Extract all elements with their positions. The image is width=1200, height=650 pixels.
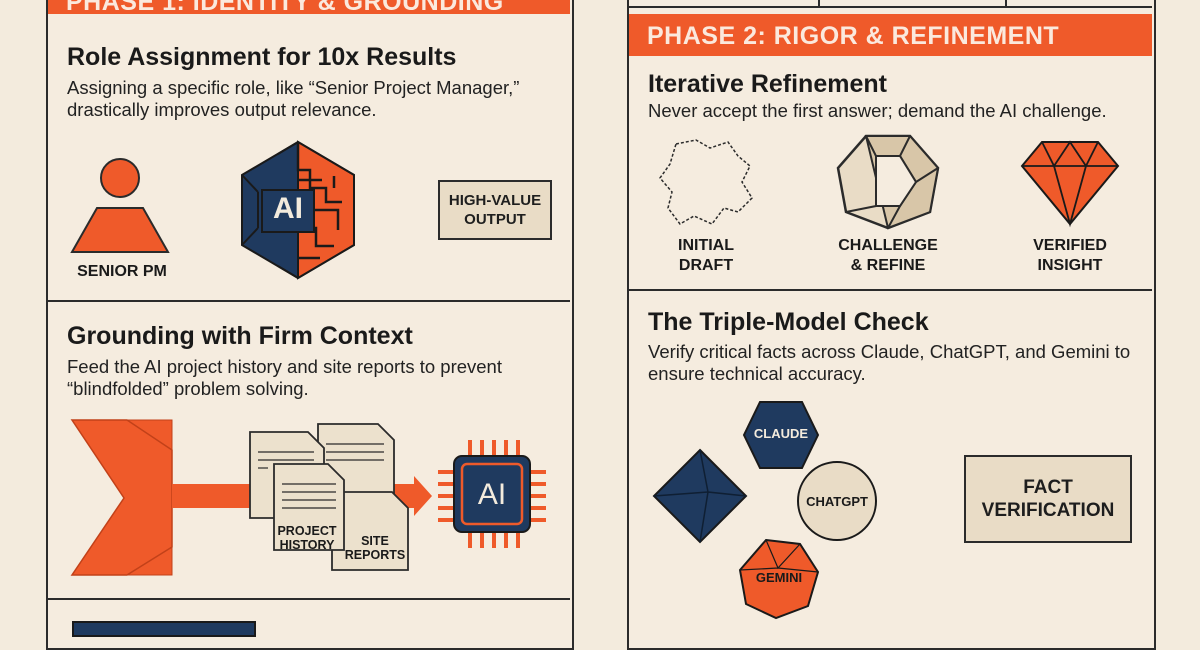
octahedron-icon: [652, 448, 748, 544]
step1-line2: DRAFT: [678, 257, 734, 274]
doc2-label-line2: REPORTS: [344, 548, 406, 562]
partial-icon-bottom: [72, 621, 256, 637]
arrow-funnel-icon: [70, 419, 432, 576]
verified-insight-label: VERIFIED INSIGHT: [1010, 236, 1130, 276]
doc1-label-line1: PROJECT: [277, 524, 337, 538]
phase2-card-divider: [629, 289, 1152, 291]
step2-line1: CHALLENGE: [838, 237, 938, 254]
challenge-refine-label: CHALLENGE & REFINE: [828, 236, 948, 276]
grounding-card-title: Grounding with Firm Context: [67, 322, 413, 350]
grounding-card-description-line1: Feed the AI project history and site rep…: [67, 356, 502, 377]
step3-line2: INSIGHT: [1037, 257, 1103, 274]
doc1-label-line2: HISTORY: [279, 538, 335, 552]
high-value-output-box: HIGH-VALUE OUTPUT: [438, 180, 552, 240]
fact-verification-box: FACT VERIFICATION: [964, 455, 1132, 543]
doc2-label-line1: SITE: [361, 534, 389, 548]
phase1-header: PHASE 1: IDENTITY & GROUNDING: [48, 0, 570, 16]
phase2-top-tick2: [1005, 0, 1007, 6]
claude-label: CLAUDE: [753, 426, 809, 441]
phase1-bottom-divider: [48, 598, 570, 600]
rough-draft-icon: [659, 139, 753, 225]
project-history-label: PROJECT HISTORY: [276, 524, 338, 552]
phase2-header-text: PHASE 2: RIGOR & REFINEMENT: [647, 22, 1060, 50]
result-line2: VERIFICATION: [981, 500, 1115, 521]
phase2-header: PHASE 2: RIGOR & REFINEMENT: [629, 14, 1152, 56]
site-reports-label: SITE REPORTS: [340, 534, 410, 562]
triple-card-title: The Triple-Model Check: [648, 308, 929, 336]
gem-icon: [1020, 140, 1120, 228]
person-icon: [70, 158, 170, 253]
gemini-label: GEMINI: [755, 570, 803, 585]
ai-brain-icon: [241, 140, 355, 280]
output-label-line1: HIGH-VALUE: [448, 192, 542, 209]
polygon-refine-icon: [836, 134, 940, 230]
refinement-card-description: Never accept the first answer; demand th…: [648, 100, 1107, 121]
phase1-header-text: PHASE 1: IDENTITY & GROUNDING: [66, 0, 504, 16]
phase2-top-tick1: [818, 0, 820, 6]
role-card-title: Role Assignment for 10x Results: [67, 43, 457, 71]
result-line1: FACT: [1023, 477, 1073, 498]
step1-line1: INITIAL: [678, 237, 734, 254]
chatgpt-circle-icon: [797, 461, 877, 541]
senior-pm-label: SENIOR PM: [77, 263, 167, 280]
output-label-line2: OUTPUT: [464, 211, 526, 228]
ai-brain-label: AI: [273, 192, 303, 225]
role-card-description: Assigning a specific role, like “Senior …: [67, 77, 520, 120]
triple-card-description-line1: Verify critical facts across Claude, Cha…: [648, 341, 1131, 362]
document-stack-icon: [249, 423, 409, 571]
refinement-card-title: Iterative Refinement: [648, 70, 887, 98]
grounding-card-description-line2: “blindfolded” problem solving.: [67, 378, 309, 399]
chatgpt-label: CHATGPT: [806, 494, 868, 509]
step2-line2: & REFINE: [850, 257, 926, 274]
triple-card-description-line2: ensure technical accuracy.: [648, 363, 866, 384]
phase2-top-divider: [629, 6, 1152, 8]
gemini-polygon-icon: [738, 538, 820, 620]
ai-chip-icon: [438, 440, 546, 548]
claude-hexagon-icon: [742, 401, 820, 469]
phase1-card-divider: [48, 300, 570, 302]
step3-line1: VERIFIED: [1033, 237, 1107, 254]
initial-draft-label: INITIAL DRAFT: [656, 236, 756, 276]
ai-chip-label: AI: [477, 478, 507, 511]
